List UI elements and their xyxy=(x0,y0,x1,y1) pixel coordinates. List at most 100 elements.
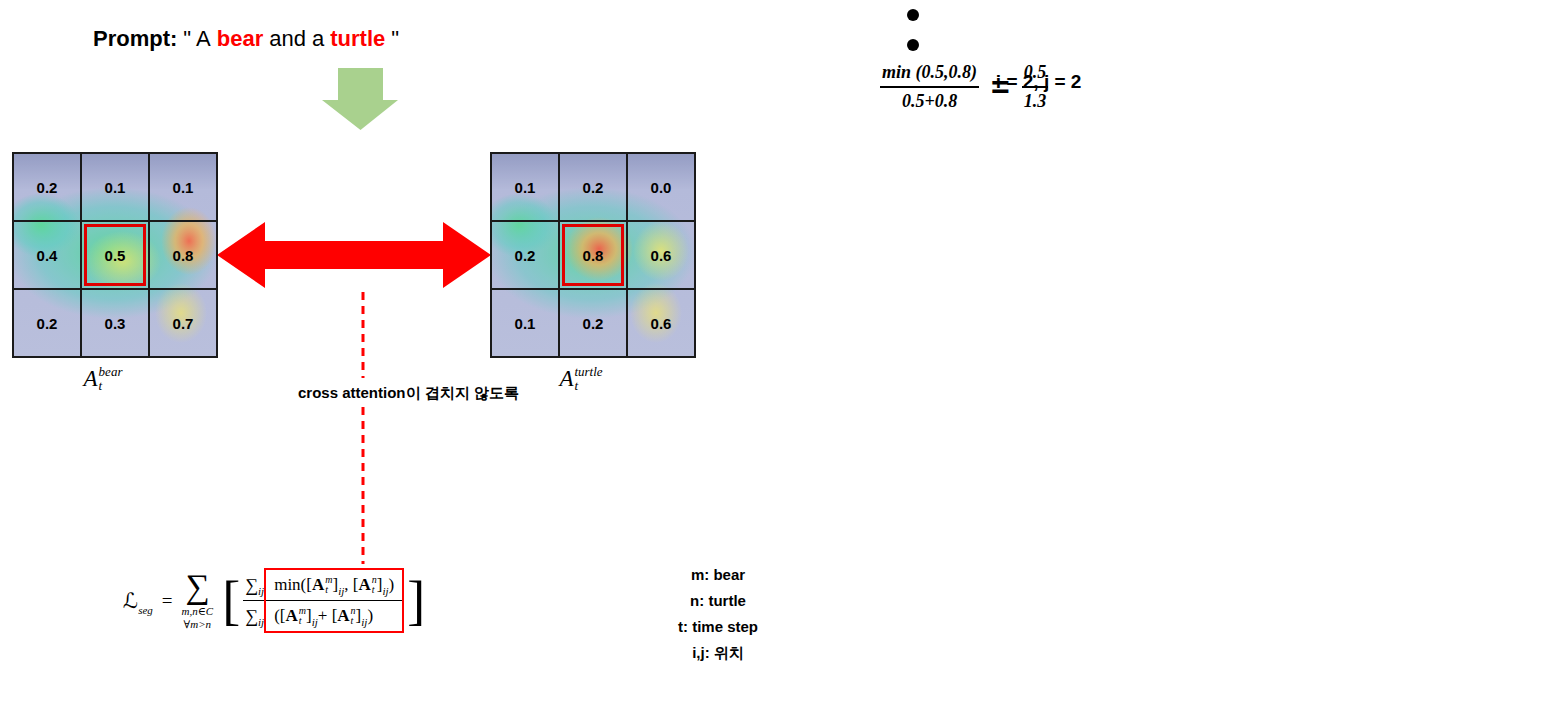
attention-value: 0.6 xyxy=(651,315,672,332)
ellipsis-dot xyxy=(907,9,919,21)
subscript-timestep: t xyxy=(299,616,306,627)
superscript-token: turtle xyxy=(574,365,602,379)
sum-symbol: ∑ xyxy=(185,569,209,605)
subscript-index: ij xyxy=(312,616,318,628)
attention-value: 0.0 xyxy=(651,179,672,196)
token-highlight: bear xyxy=(217,26,263,52)
sum-symbol: ∑ xyxy=(245,575,258,596)
numerator: min([Amt]ij, [Ant]ij) xyxy=(274,570,394,600)
fraction-sums: ∑ij∑ij xyxy=(243,568,264,633)
grid-cell: 0.2 xyxy=(559,153,627,221)
loss-letter: ℒ xyxy=(123,589,138,613)
map-caption: Abeart xyxy=(1,365,205,392)
attention-value: 0.1 xyxy=(515,315,536,332)
grid-cell: 0.6 xyxy=(627,289,695,357)
sum-limit: m,n∈C xyxy=(182,605,214,618)
attention-value: 0.6 xyxy=(651,247,672,264)
matrix-symbol: A xyxy=(337,606,349,626)
attention-value: 0.1 xyxy=(173,179,194,196)
dashed-leader xyxy=(362,292,365,378)
formula-symbol: + [ xyxy=(318,606,338,626)
formula-symbol: ) xyxy=(367,606,373,626)
numerator: min (0.5,0.8) xyxy=(880,62,979,86)
subscript-index: ij xyxy=(382,585,388,597)
formula-symbol: ] xyxy=(332,575,338,595)
loss-symbol: ℒseg xyxy=(123,589,153,613)
fraction: ∑ij∑ijmin([Amt]ij, [Ant]ij)([Amt]ij+ [An… xyxy=(243,568,404,633)
formula-symbol: min([ xyxy=(274,575,312,595)
denominator: ([Amt]ij+ [Ant]ij) xyxy=(274,601,394,631)
key-entry: m: bear xyxy=(691,562,745,588)
attention-value: 0.2 xyxy=(515,247,536,264)
denominator-sum: ∑ij xyxy=(243,601,264,631)
numerator-sum: ∑ij xyxy=(243,570,264,600)
down-arrow xyxy=(322,68,398,130)
token-highlight: turtle xyxy=(330,26,385,52)
attention-value: 0.8 xyxy=(173,247,194,264)
annotation-note: cross attention이 겹치지 않도록 xyxy=(298,384,519,401)
matrix-symbol: A xyxy=(285,606,297,626)
bracket: [ xyxy=(222,574,240,628)
fraction-line xyxy=(880,86,979,88)
script-stack: nt xyxy=(351,606,356,627)
attention-value: 0.5 xyxy=(105,247,126,264)
dashed-leader xyxy=(362,407,365,564)
sum-symbol: ∑ xyxy=(245,606,258,627)
key-entry: i,j: 위치 xyxy=(692,640,744,666)
grid-cell: 0.1 xyxy=(491,153,559,221)
grid-cell: 0.7 xyxy=(149,289,217,357)
attention-value: 0.3 xyxy=(105,315,126,332)
symbol-key: m: bearn: turtlet: time stepi,j: 위치 xyxy=(643,562,793,666)
ellipsis-dot xyxy=(907,39,919,51)
prompt-text: " xyxy=(391,26,399,52)
matrix-symbol: A xyxy=(84,366,98,392)
fraction: min (0.5,0.8)0.5+0.8 xyxy=(880,62,979,112)
script-stack: turtlet xyxy=(574,365,602,392)
attention-value: 0.1 xyxy=(105,179,126,196)
superscript-token: m xyxy=(299,606,306,617)
summation: ∑m,n∈C∀m>n xyxy=(182,569,214,631)
grid-cell: 0.8 xyxy=(559,221,627,289)
sum-limit: ∀m>n xyxy=(184,618,212,631)
grid-cell: 0.2 xyxy=(559,289,627,357)
double-arrow xyxy=(217,222,491,288)
fraction-line xyxy=(243,600,264,601)
equals-sign: = xyxy=(991,69,1010,106)
formula-symbol: ] xyxy=(306,606,312,626)
attention-value: 0.2 xyxy=(583,315,604,332)
superscript-token: n xyxy=(372,575,377,586)
grid-cell: 0.4 xyxy=(13,221,81,289)
script-stack: mt xyxy=(299,606,306,627)
attention-term: Ant xyxy=(337,606,355,627)
grid-cell: 0.8 xyxy=(149,221,217,289)
formula-symbol: ] xyxy=(377,575,383,595)
script-stack: nt xyxy=(372,575,377,596)
script-stack: mt xyxy=(325,575,332,596)
attention-term: Amt xyxy=(285,606,306,627)
denominator: 1.3 xyxy=(1022,88,1049,112)
equals-sign: = xyxy=(162,590,173,612)
grid-cell: 0.6 xyxy=(627,221,695,289)
subscript-timestep: t xyxy=(351,616,356,627)
grid-cell: 0.1 xyxy=(491,289,559,357)
subscript-timestep: t xyxy=(372,585,377,596)
attention-value: 0.2 xyxy=(37,315,58,332)
prompt-text: and a xyxy=(269,26,324,52)
matrix-symbol: A xyxy=(312,575,324,595)
denominator: 0.5+0.8 xyxy=(900,88,959,112)
turtle-attention-map: 0.10.20.00.20.80.60.10.20.6Aturtlet xyxy=(491,153,695,357)
script-stack: beart xyxy=(99,365,123,392)
matrix-symbol: A xyxy=(358,575,370,595)
attention-term: Ant xyxy=(358,575,376,596)
fraction-line xyxy=(266,600,402,601)
loss-formula: ℒseg=∑m,n∈C∀m>n[∑ij∑ijmin([Amt]ij, [Ant]… xyxy=(123,568,428,633)
attention-value: 0.2 xyxy=(583,179,604,196)
bracket: ] xyxy=(407,574,425,628)
superscript-token: n xyxy=(351,606,356,617)
formula-symbol: ) xyxy=(389,575,395,595)
subscript-timestep: t xyxy=(574,379,602,393)
grid-cell: 0.3 xyxy=(81,289,149,357)
prompt-text: " A xyxy=(183,26,210,52)
grid-cell: 0.2 xyxy=(491,221,559,289)
